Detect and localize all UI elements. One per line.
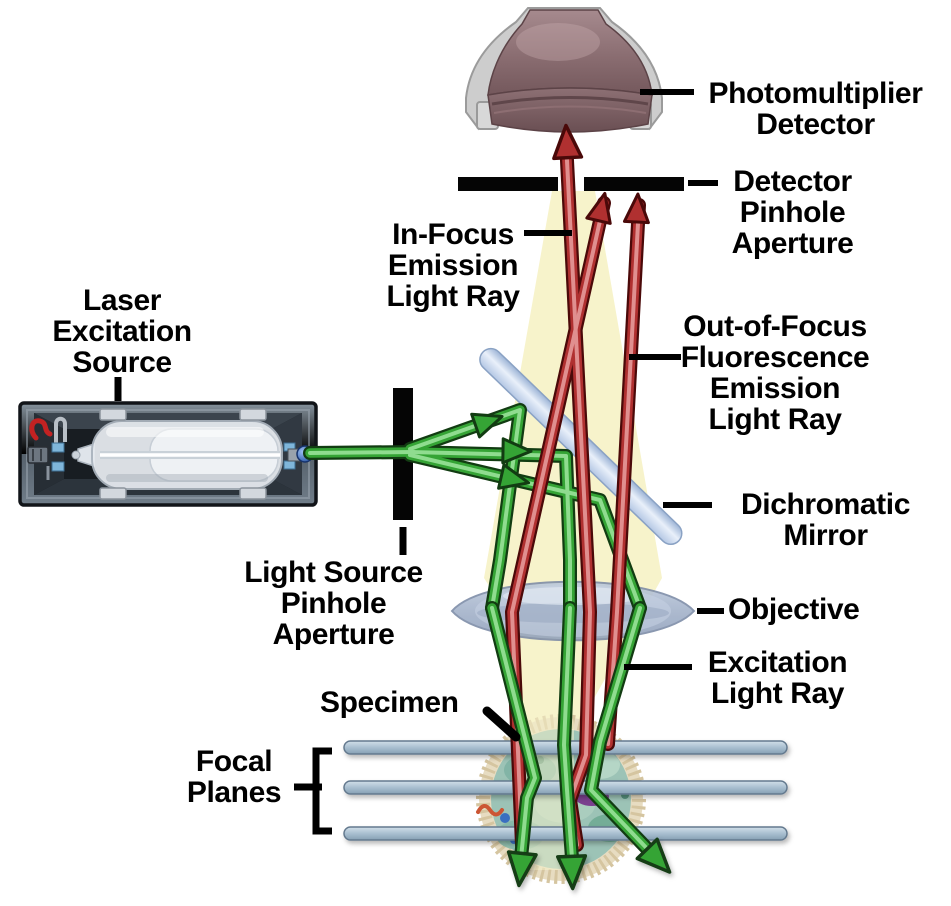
label-objective: Objective	[728, 594, 948, 625]
label-line: Laser	[82, 284, 162, 317]
label-dichromatic-mirror: Dichromatic Mirror	[700, 489, 951, 551]
label-line: Emission	[387, 249, 519, 282]
label-line: Focal	[195, 745, 273, 778]
detector-pinhole-bar	[458, 177, 684, 191]
label-line: Light Source	[244, 556, 423, 589]
label-line: Dichromatic	[741, 488, 910, 521]
label-line: Photomultiplier	[708, 77, 923, 110]
label-out-of-focus-emission: Out-of-Focus Fluorescence Emission Light…	[630, 311, 920, 435]
label-line: Light Ray	[708, 403, 842, 436]
label-line: In-Focus	[392, 218, 514, 251]
label-line: Mirror	[783, 519, 868, 552]
label-specimen: Specimen	[320, 687, 485, 718]
focal-planes-bracket	[312, 747, 332, 835]
label-laser-excitation-source: Laser Excitation Source	[10, 285, 234, 378]
leader-specimen	[482, 706, 521, 742]
label-line: Aperture	[731, 227, 854, 260]
label-line: Objective	[728, 593, 860, 626]
label-focal-planes: Focal Planes	[110, 746, 358, 808]
label-excitation-light-ray: Excitation Light Ray	[655, 647, 900, 709]
label-line: Light Ray	[386, 280, 520, 313]
label-line: Planes	[186, 776, 282, 809]
label-line: Detector	[756, 108, 875, 141]
label-line: Pinhole	[280, 587, 387, 620]
photomultiplier-detector-graphic	[465, 7, 663, 133]
label-line: Pinhole	[739, 196, 846, 229]
laser-glass-tube	[71, 420, 283, 490]
label-light-source-pinhole: Light Source Pinhole Aperture	[211, 557, 456, 650]
label-line: Detector	[733, 165, 852, 198]
label-photomultiplier-detector: Photomultiplier Detector	[680, 78, 951, 140]
laser-red-wire	[29, 418, 53, 441]
label-detector-pinhole-aperture: Detector Pinhole Aperture	[670, 166, 915, 259]
label-line: Source	[72, 346, 172, 379]
laser-source-graphic	[18, 401, 318, 507]
label-line: Emission	[709, 372, 841, 405]
label-line: Specimen	[320, 686, 459, 719]
label-line: Excitation	[707, 646, 848, 679]
label-in-focus-emission: In-Focus Emission Light Ray	[340, 219, 566, 312]
label-line: Aperture	[272, 618, 395, 651]
label-line: Fluorescence	[680, 341, 870, 374]
label-line: Out-of-Focus	[683, 310, 867, 343]
leader-lines	[114, 89, 724, 835]
label-line: Light Ray	[710, 677, 845, 710]
label-line: Excitation	[52, 315, 192, 348]
